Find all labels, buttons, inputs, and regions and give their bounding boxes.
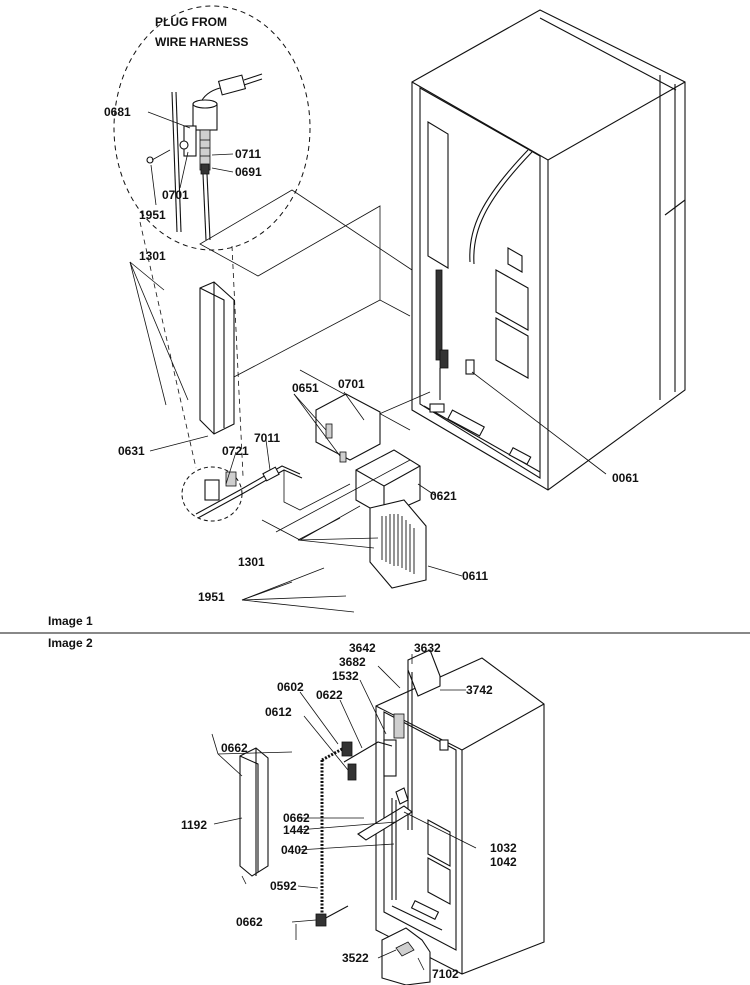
drain-trough-3522 <box>381 927 431 985</box>
label-0631: 0631 <box>118 444 145 458</box>
caption-image1: Image 1 <box>48 614 93 628</box>
label-0662-mid: 0662 <box>283 811 310 825</box>
label-7102: 7102 <box>432 967 459 981</box>
label-1442: 1442 <box>283 823 310 837</box>
label-0612: 0612 <box>265 705 292 719</box>
label-0402: 0402 <box>281 843 308 857</box>
label-3742: 3742 <box>466 683 493 697</box>
detail-callout-circle <box>113 5 311 251</box>
image1-diagram <box>113 5 686 613</box>
callout-leader-right <box>231 245 244 477</box>
label-0621: 0621 <box>430 489 457 503</box>
label-1032: 1032 <box>490 841 517 855</box>
label-1042: 1042 <box>490 855 517 869</box>
grille-0611 <box>369 499 427 589</box>
refrigerator-cabinet-2 <box>357 649 545 975</box>
label-0651: 0651 <box>292 381 319 395</box>
label-1301-bottom: 1301 <box>238 555 265 569</box>
label-0622: 0622 <box>316 688 343 702</box>
label-3642: 3642 <box>349 641 376 655</box>
label-0592: 0592 <box>270 879 297 893</box>
label-0701: 0701 <box>338 377 365 391</box>
label-0721: 0721 <box>222 444 249 458</box>
heater-wire-0592 <box>315 746 349 927</box>
clip-0612 <box>347 763 357 781</box>
valve-assembly-0721 <box>195 465 303 519</box>
label-0662-bottom: 0662 <box>236 915 263 929</box>
label-0662-top: 0662 <box>221 741 248 755</box>
clip-0602 <box>341 741 353 757</box>
label-3632: 3632 <box>414 641 441 655</box>
label-0602: 0602 <box>277 680 304 694</box>
callout-text-line1: PLUG FROM <box>155 15 227 29</box>
label-0611: 0611 <box>462 569 488 583</box>
label-0701-callout: 0701 <box>162 188 189 202</box>
image2-diagram <box>211 649 545 985</box>
label-3522: 3522 <box>342 951 369 965</box>
label-1301-top: 1301 <box>139 249 166 263</box>
label-1192: 1192 <box>181 818 207 832</box>
bracket-0651 <box>315 393 381 463</box>
label-0681: 0681 <box>104 105 131 119</box>
panel-1192 <box>239 747 269 877</box>
callout-valve-detail <box>146 73 263 241</box>
label-3682: 3682 <box>339 655 366 669</box>
caption-image2: Image 2 <box>48 636 93 650</box>
callout-leader-left <box>139 221 197 469</box>
label-7011: 7011 <box>254 431 280 445</box>
refrigerator-cabinet-1 <box>411 9 686 491</box>
label-0711: 0711 <box>235 147 261 161</box>
panel-0631 <box>199 281 235 435</box>
label-1951: 1951 <box>198 590 225 604</box>
label-0691: 0691 <box>235 165 262 179</box>
label-1951-callout: 1951 <box>139 208 166 222</box>
callout-text-line2: WIRE HARNESS <box>155 35 248 49</box>
label-1532: 1532 <box>332 669 359 683</box>
label-0061: 0061 <box>612 471 639 485</box>
